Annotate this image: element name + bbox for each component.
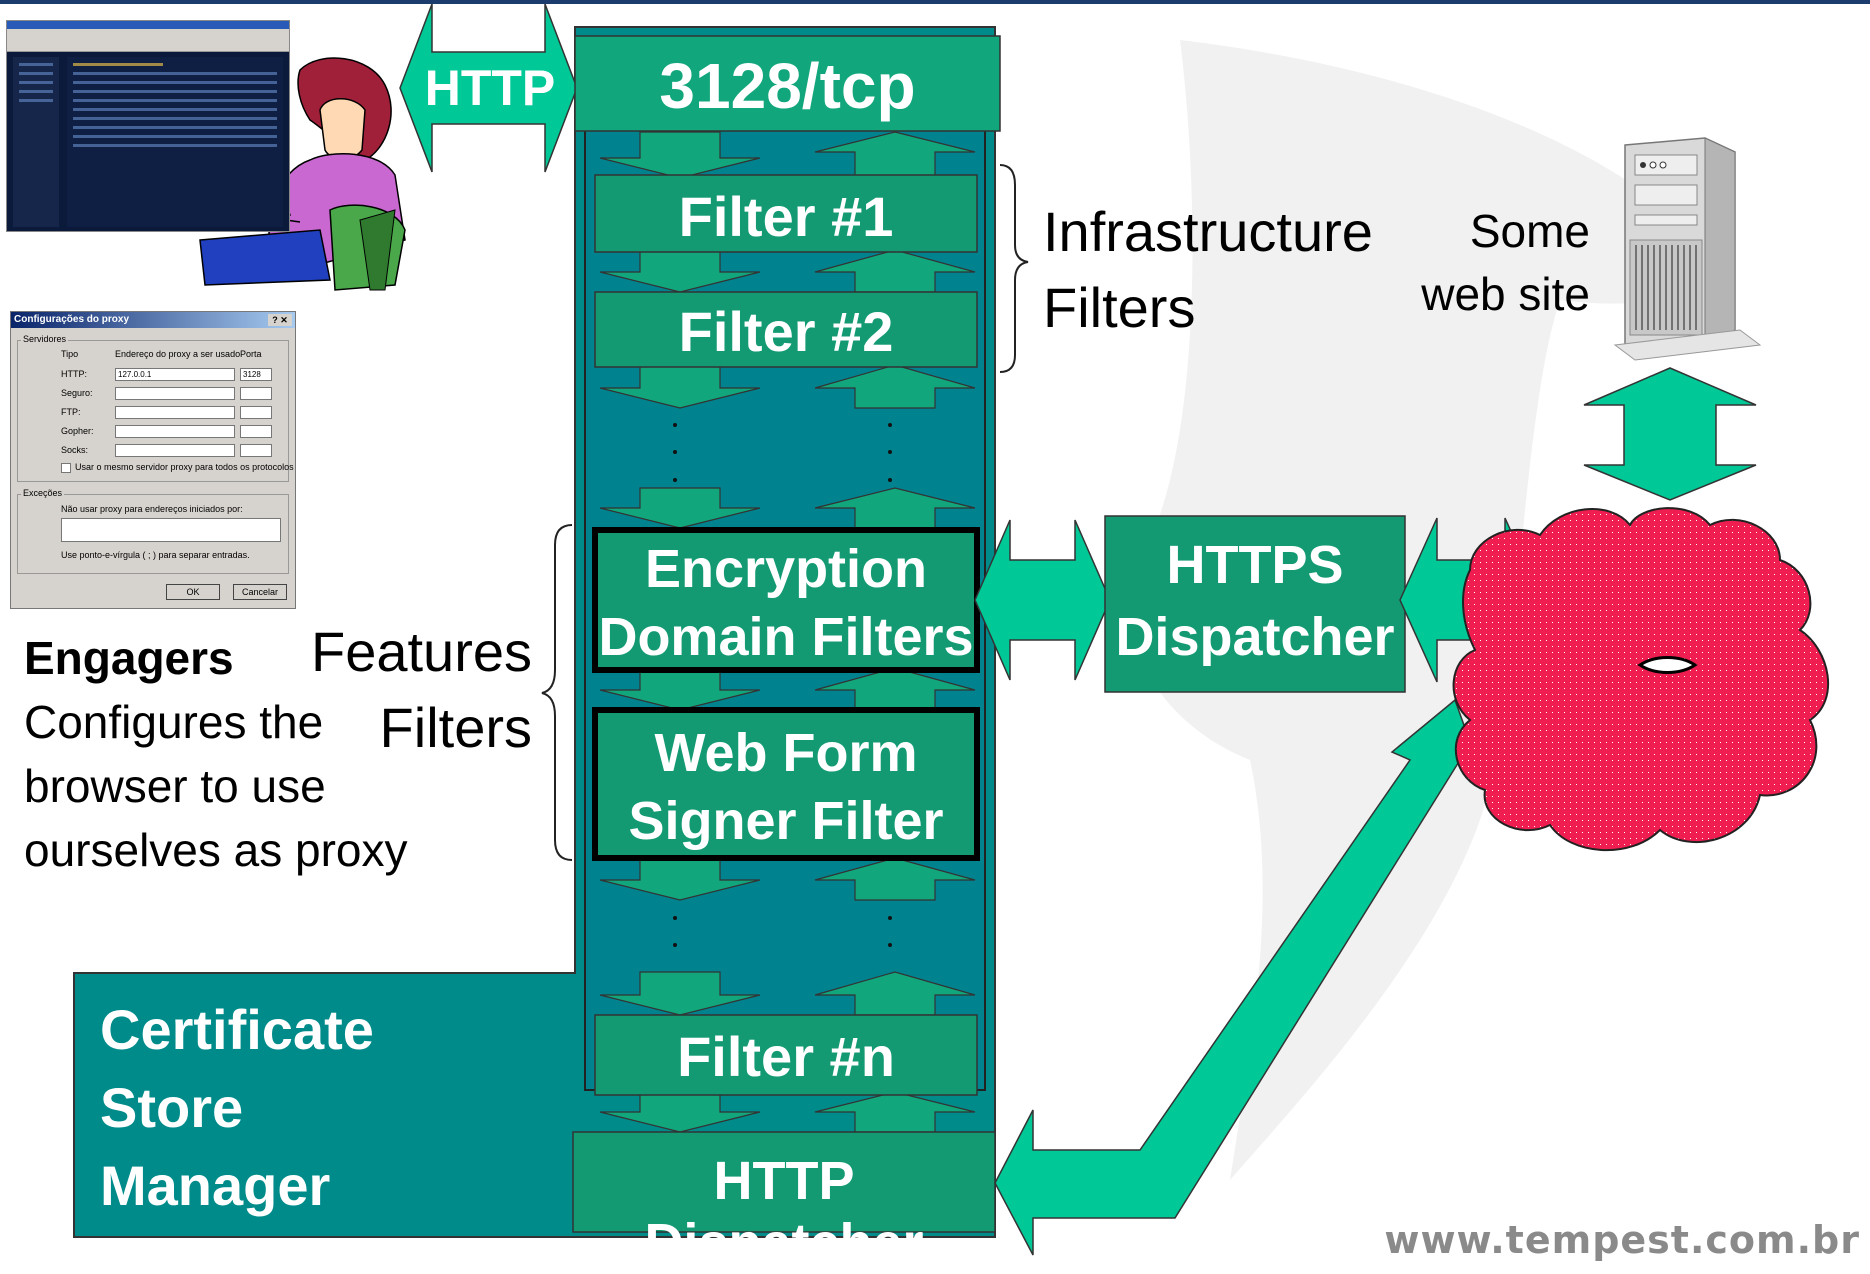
encryption-label-1: Encryption: [644, 539, 928, 599]
port-label: 3128/tcp: [659, 50, 916, 122]
webform-filter-box: [592, 707, 980, 861]
top-bar: [0, 0, 1870, 4]
down-arrow: [599, 971, 761, 1016]
col-port: Porta: [240, 349, 262, 359]
proxy-config-dialog: Configurações do proxy ? ✕ Servidores Tip…: [10, 311, 296, 609]
down-arrow: [599, 364, 761, 409]
engagers-line-2: browser to use: [24, 760, 326, 812]
http-address-input[interactable]: 127.0.0.1: [115, 368, 235, 381]
no-proxy-label: Não usar proxy para endereços iniciados …: [61, 504, 243, 514]
server-internet-arrow: [1583, 367, 1757, 501]
webform-label-2: Signer Filter: [628, 791, 944, 851]
socks-port-input[interactable]: [240, 444, 272, 457]
https-dispatcher-box: [1104, 515, 1406, 693]
cloud-eye: [1637, 656, 1698, 674]
gopher-address-input[interactable]: [115, 425, 235, 438]
features-label-2: Filters: [379, 696, 532, 759]
secure-address-input[interactable]: [115, 387, 235, 400]
separator-hint: Use ponto-e-vírgula ( ; ) para separar e…: [61, 550, 250, 560]
up-arrow: [814, 487, 976, 529]
server-icon: [1613, 137, 1762, 361]
socks-address-input[interactable]: [115, 444, 235, 457]
encryption-filters-box: [592, 527, 980, 673]
infrastructure-label-2: Filters: [1043, 276, 1196, 339]
row-http-label: HTTP:: [61, 369, 87, 379]
cert-label-3: Manager: [100, 1154, 331, 1217]
http-dispatcher-box: [572, 1131, 996, 1233]
up-arrow: [814, 971, 976, 1016]
ellipsis-dots: [673, 423, 892, 947]
https-dispatcher-label-2: Dispatcher: [1115, 607, 1395, 667]
engagers-title: Engagers: [24, 632, 234, 684]
cert-label-1: Certificate: [100, 998, 374, 1061]
ok-button[interactable]: OK: [166, 584, 220, 600]
same-server-checkbox[interactable]: [61, 463, 71, 473]
features-brace: [541, 524, 573, 861]
ftp-port-input[interactable]: [240, 406, 272, 419]
row-socks-label: Socks:: [61, 445, 89, 455]
down-arrow: [599, 131, 761, 179]
ftp-address-input[interactable]: [115, 406, 235, 419]
http-label: HTTP: [424, 60, 556, 116]
filter-2-box: [594, 291, 978, 368]
infrastructure-brace: [999, 164, 1029, 373]
internet-cloud: [1452, 507, 1830, 851]
up-arrow: [814, 857, 976, 901]
servers-group-label: Servidores: [21, 334, 69, 344]
infrastructure-label-1: Infrastructure: [1043, 200, 1373, 263]
filter-1-box: [594, 174, 978, 253]
http-internet-arrow: [994, 698, 1482, 1256]
https-dispatcher-label-1: HTTPS: [1166, 535, 1344, 595]
secure-port-input[interactable]: [240, 387, 272, 400]
down-arrow: [599, 487, 761, 529]
close-icon[interactable]: ? ✕: [268, 314, 292, 326]
http-port-input[interactable]: 3128: [240, 368, 272, 381]
webform-label-1: Web Form: [654, 723, 918, 783]
row-secure-label: Seguro:: [61, 388, 93, 398]
filter-1-label: Filter #1: [678, 185, 894, 248]
row-ftp-label: FTP:: [61, 407, 81, 417]
up-arrow: [814, 1091, 976, 1133]
down-arrow: [599, 857, 761, 901]
down-arrow: [599, 249, 761, 293]
filter-2-label: Filter #2: [678, 300, 894, 363]
cancel-button[interactable]: Cancelar: [233, 584, 287, 600]
same-server-label: Usar o mesmo servidor proxy para todos o…: [75, 462, 294, 472]
watermark-url: www.tempest.com.br: [1384, 1218, 1860, 1262]
up-arrow: [814, 667, 976, 711]
website-label-1: Some: [1469, 205, 1590, 257]
exceptions-group: [17, 494, 289, 574]
up-arrow: [814, 364, 976, 409]
engagers-line-3: ourselves as proxy: [24, 824, 408, 876]
servers-group: [17, 340, 289, 482]
port-header-box: [574, 35, 1001, 132]
up-arrow: [814, 131, 976, 179]
engagers-line-1: Configures the: [24, 696, 324, 748]
dialog-title: Configurações do proxy: [14, 314, 130, 325]
filter-n-label: Filter #n: [677, 1025, 895, 1088]
exceptions-group-label: Exceções: [21, 488, 65, 498]
row-gopher-label: Gopher:: [61, 426, 94, 436]
website-label-2: web site: [1421, 268, 1590, 320]
http-dispatcher-label: HTTP Dispatcher: [644, 1151, 924, 1274]
features-label-1: Features: [311, 620, 532, 683]
exceptions-textarea[interactable]: [61, 518, 281, 542]
col-address: Endereço do proxy a ser usado: [115, 349, 241, 359]
browser-screenshot: [6, 20, 290, 232]
col-type: Tipo: [61, 349, 79, 359]
filter-n-box: [594, 1014, 978, 1096]
cert-label-2: Store: [100, 1076, 244, 1139]
encryption-label-2: Domain Filters: [598, 607, 974, 667]
user-at-computer-icon: [199, 57, 406, 291]
pipe-arrows: [599, 131, 976, 1133]
up-arrow: [814, 249, 976, 293]
gopher-port-input[interactable]: [240, 425, 272, 438]
